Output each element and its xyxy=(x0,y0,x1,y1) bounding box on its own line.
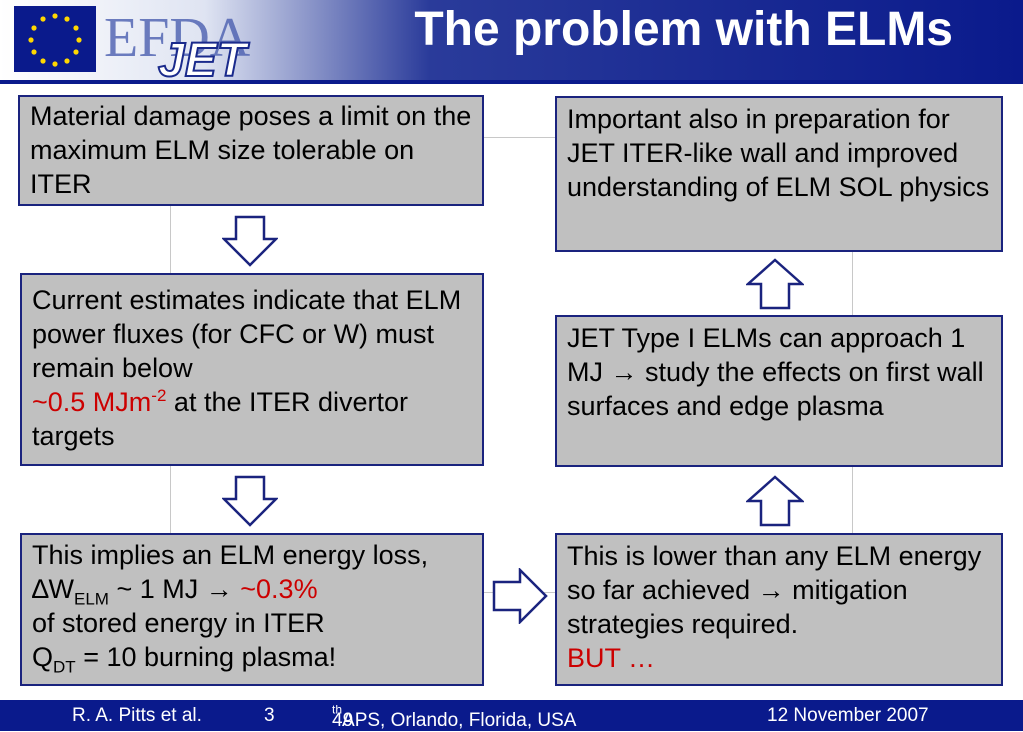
slide-title: The problem with ELMs xyxy=(414,3,953,56)
box-lower-than-any: This is lower than any ELM energy so far… xyxy=(555,533,1003,686)
svg-text:EFDA: EFDA xyxy=(104,7,251,69)
box-important-also: Important also in preparation for JET IT… xyxy=(555,96,1003,252)
box-material-damage: Material damage poses a limit on the max… xyxy=(18,95,484,206)
arrow-right-icon: → xyxy=(610,357,638,387)
highlight-flux-limit: ~0.5 MJm-2 xyxy=(32,386,167,417)
arrow-down-icon xyxy=(222,475,278,527)
arrow-up-icon xyxy=(746,258,804,310)
grid-line xyxy=(170,206,171,274)
grid-line xyxy=(484,137,556,138)
box-text: Material damage poses a limit on the max… xyxy=(30,101,472,199)
arrow-right-icon xyxy=(492,568,548,624)
box-jet-type-i: JET Type I ELMs can approach 1 MJ → stud… xyxy=(555,315,1003,467)
footer-page-number: 3 xyxy=(264,705,275,726)
box-text: Current estimates indicate that ELM powe… xyxy=(32,285,462,383)
footer-author: R. A. Pitts et al. xyxy=(72,705,202,726)
arrow-up-icon xyxy=(746,475,804,527)
header-rule xyxy=(0,80,1023,84)
efda-jet-logo: EFDA JET xyxy=(14,6,251,80)
arrow-right-icon: → xyxy=(205,574,233,604)
footer-date: 12 November 2007 xyxy=(767,705,929,726)
arrow-down-icon xyxy=(222,215,278,267)
box-implies-energy-loss: This implies an ELM energy loss, ∆WELM ~… xyxy=(20,533,484,686)
highlight-stored-energy: ~0.3% xyxy=(232,574,318,604)
header-gradient xyxy=(0,0,1023,80)
box-text: Important also in preparation for JET IT… xyxy=(567,104,990,202)
grid-line xyxy=(852,466,853,534)
box-current-estimates: Current estimates indicate that ELM powe… xyxy=(20,273,484,466)
highlight-but: BUT … xyxy=(567,643,656,673)
svg-text:JET: JET xyxy=(158,34,250,80)
arrow-right-icon: → xyxy=(757,575,785,605)
grid-line xyxy=(852,252,853,316)
grid-line xyxy=(170,466,171,534)
slide-header: EFDA JET The problem with ELMs xyxy=(0,0,1023,84)
eu-stars-icon xyxy=(28,13,82,67)
